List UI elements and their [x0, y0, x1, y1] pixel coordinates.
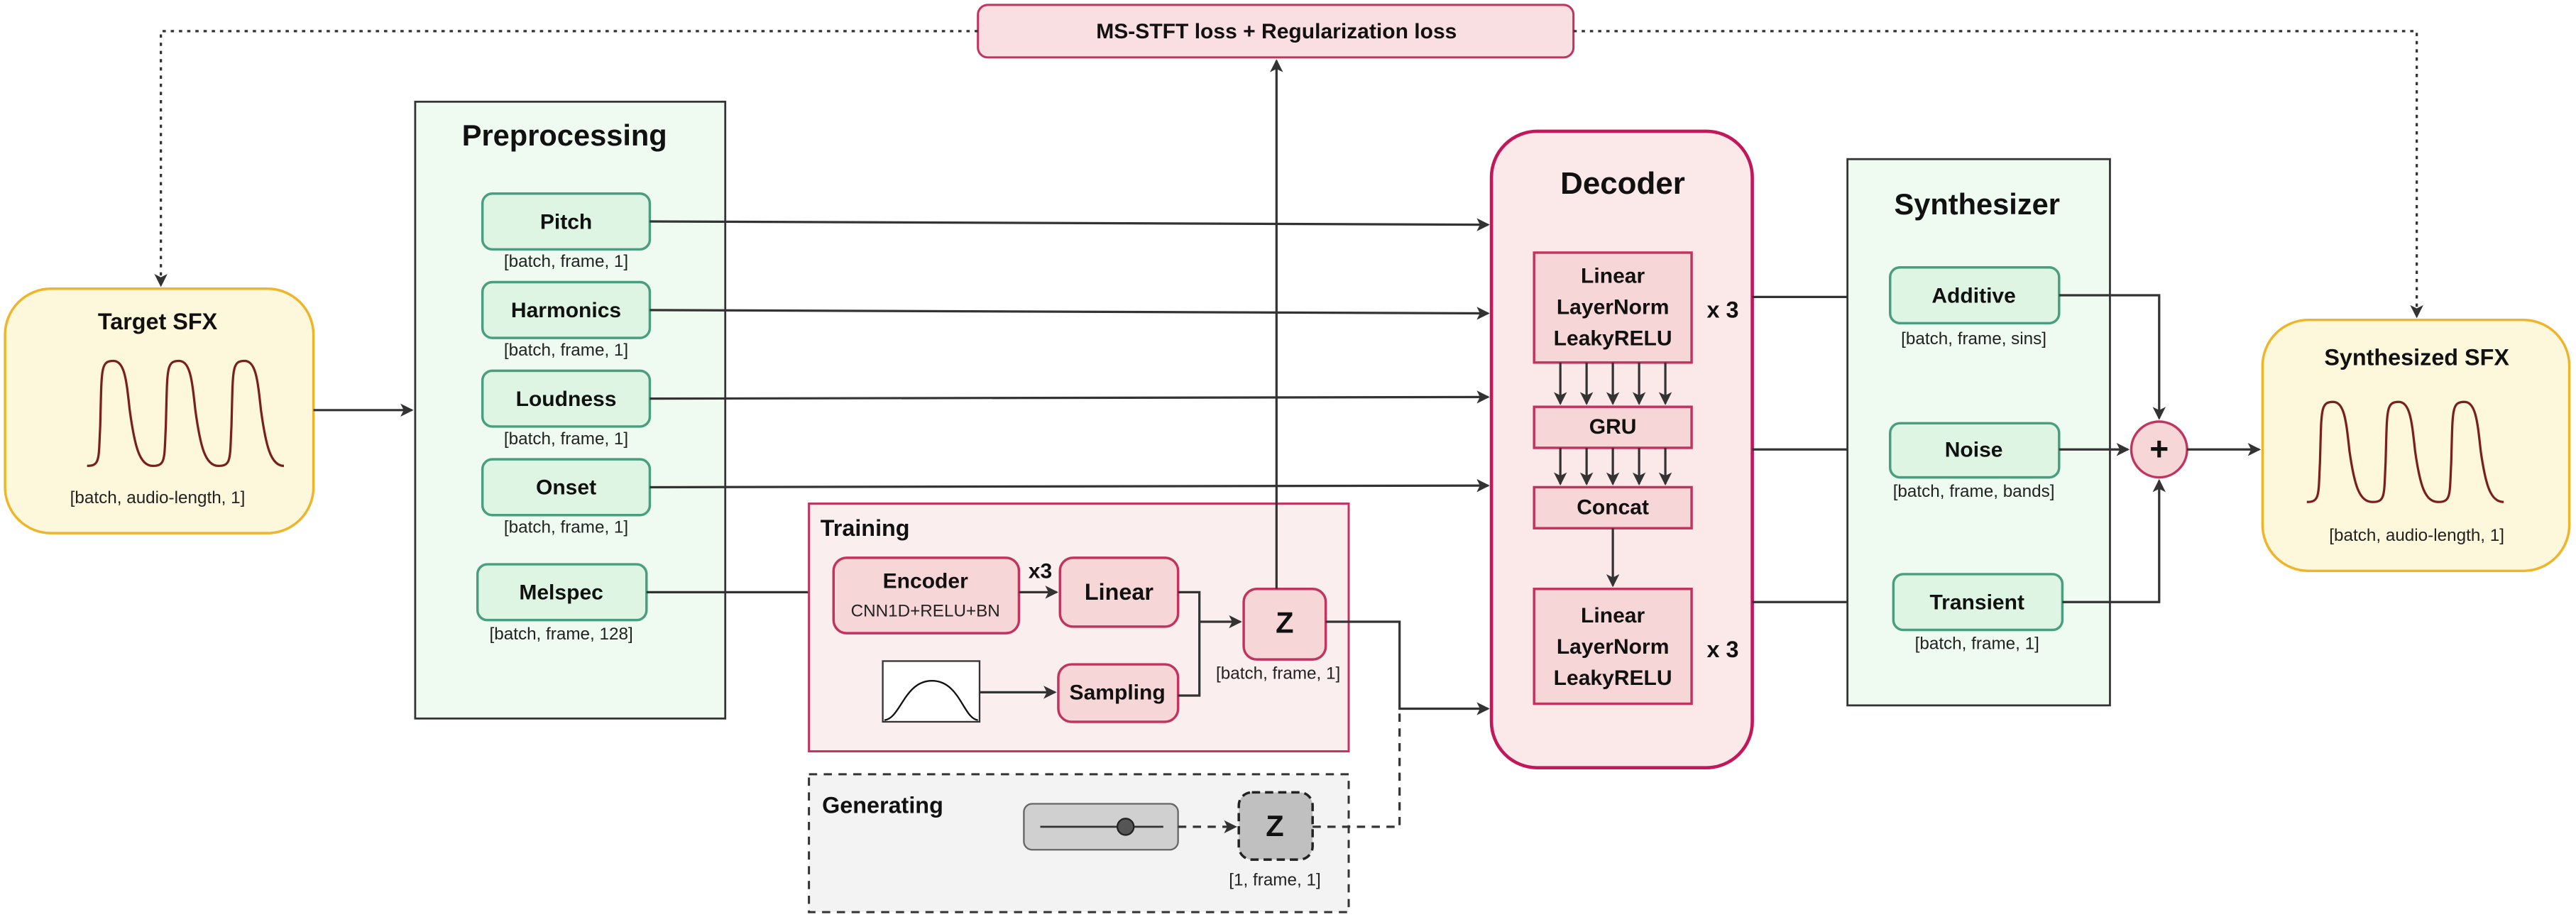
svg-text:[batch, frame, 128]: [batch, frame, 128]	[490, 625, 633, 644]
feature-onset: Onset [batch, frame, 1]	[481, 458, 652, 537]
generating-title: Generating	[822, 793, 943, 818]
svg-text:[batch, frame, 1]: [batch, frame, 1]	[1915, 635, 2039, 654]
loss-to-output-line	[1573, 30, 2423, 319]
synth-transient: Transient [batch, frame, 1]	[1892, 573, 2064, 654]
svg-text:Z: Z	[1266, 809, 1283, 842]
concat-block: Concat	[1533, 485, 1693, 529]
synthesizer-panel: Synthesizer Additive [batch, frame, sins]…	[1846, 158, 2111, 707]
decoder-repeat-2: x 3	[1707, 637, 1739, 662]
z-generated-block: Z	[1237, 791, 1314, 861]
decoder-repeat-1: x 3	[1707, 297, 1739, 323]
svg-text:Noise: Noise	[1945, 439, 2003, 462]
svg-text:[batch, frame, 1]: [batch, frame, 1]	[504, 518, 628, 537]
decoder-panel: Decoder Linear LayerNorm LeakyRELU x 3 G…	[1489, 129, 1754, 769]
svg-text:Linear: Linear	[1581, 265, 1645, 288]
target-title: Target SFX	[98, 309, 218, 334]
synthesized-sfx-box: Synthesized SFX [batch, audio-length, 1]	[2261, 318, 2571, 573]
decoder-block-2: Linear LayerNorm LeakyRELU	[1533, 588, 1693, 705]
loss-to-target-line	[154, 30, 978, 287]
training-title: Training	[821, 515, 910, 541]
training-panel: Training Encoder CNN1D+RELU+BN x3 Linear…	[808, 503, 1350, 753]
output-title: Synthesized SFX	[2324, 345, 2509, 370]
z-shape: [batch, frame, 1]	[1216, 664, 1340, 683]
svg-text:+: +	[2149, 430, 2169, 467]
svg-text:Linear: Linear	[1085, 579, 1153, 605]
generated-z-to-decoder-line	[1312, 708, 1401, 828]
feature-pitch: Pitch [batch, frame, 1]	[481, 192, 652, 271]
svg-text:Linear: Linear	[1581, 604, 1645, 627]
sum-node: +	[2130, 420, 2188, 479]
encoder-repeat: x3	[1029, 560, 1052, 583]
svg-text:Sampling: Sampling	[1070, 681, 1166, 705]
block1-to-gru-arrows	[1553, 362, 1672, 405]
svg-text:Additive: Additive	[1931, 284, 2015, 307]
synth-additive: Additive [batch, frame, sins]	[1889, 266, 2061, 348]
svg-text:LeakyRELU: LeakyRELU	[1554, 666, 1672, 690]
target-sfx-box: Target SFX [batch, audio-length, 1]	[4, 287, 315, 534]
linear-block: Linear	[1058, 556, 1180, 628]
svg-text:[batch, frame, 1]: [batch, frame, 1]	[504, 341, 628, 360]
gaussian-distribution-icon	[882, 660, 981, 723]
svg-text:Encoder: Encoder	[883, 569, 968, 593]
additive-to-sum-line	[2059, 294, 2166, 420]
svg-text:Concat: Concat	[1577, 495, 1649, 519]
decoder-block-1: Linear LayerNorm LeakyRELU	[1533, 251, 1693, 364]
latent-slider[interactable]	[1023, 803, 1179, 851]
svg-text:CNN1D+RELU+BN: CNN1D+RELU+BN	[851, 602, 1000, 621]
waveform-icon	[87, 359, 285, 468]
preprocessing-title: Preprocessing	[462, 119, 667, 152]
svg-text:Pitch: Pitch	[540, 210, 592, 234]
decoder-title: Decoder	[1560, 166, 1685, 201]
feature-melspec: Melspec [batch, frame, 128]	[476, 563, 648, 644]
feature-to-decoder-arrows	[646, 218, 1490, 599]
generating-panel: Generating Z [1, frame, 1]	[808, 773, 1350, 913]
svg-text:Melspec: Melspec	[519, 581, 603, 605]
svg-text:[batch, frame, bands]: [batch, frame, bands]	[1893, 482, 2055, 501]
transient-to-sum-line	[2062, 478, 2166, 603]
svg-text:Z: Z	[1276, 606, 1293, 639]
gru-block: GRU	[1533, 405, 1693, 449]
svg-text:LayerNorm: LayerNorm	[1557, 635, 1670, 659]
svg-text:GRU: GRU	[1589, 415, 1637, 439]
sampling-block: Sampling	[1057, 663, 1180, 723]
z-generated-shape: [1, frame, 1]	[1229, 871, 1320, 890]
feature-harmonics: Harmonics [batch, frame, 1]	[481, 280, 652, 360]
feature-loudness: Loudness [batch, frame, 1]	[481, 369, 652, 449]
gru-to-concat-arrows	[1553, 447, 1672, 486]
svg-text:Harmonics: Harmonics	[511, 299, 621, 322]
target-shape: [batch, audio-length, 1]	[70, 488, 246, 507]
preprocessing-panel: Preprocessing Pitch [batch, frame, 1] Har…	[414, 100, 727, 720]
svg-text:LeakyRELU: LeakyRELU	[1554, 326, 1672, 350]
z-latent-block: Z	[1242, 588, 1327, 661]
synth-noise: Noise [batch, frame, bands]	[1889, 422, 2061, 501]
svg-text:Transient: Transient	[1929, 591, 2024, 614]
slider-thumb[interactable]	[1116, 818, 1135, 836]
svg-text:[batch, frame, sins]: [batch, frame, sins]	[1901, 329, 2046, 348]
svg-text:Onset: Onset	[536, 476, 596, 500]
svg-text:[batch, frame, 1]: [batch, frame, 1]	[504, 252, 628, 271]
waveform-icon	[2306, 400, 2504, 503]
synthesizer-title: Synthesizer	[1894, 187, 2059, 221]
svg-text:[batch, frame, 1]: [batch, frame, 1]	[504, 429, 628, 449]
loss-box: MS-STFT loss + Regularization loss	[977, 4, 1575, 59]
svg-text:LayerNorm: LayerNorm	[1557, 295, 1670, 319]
encoder-block: Encoder CNN1D+RELU+BN	[832, 556, 1021, 635]
output-shape: [batch, audio-length, 1]	[2329, 526, 2504, 545]
svg-text:Loudness: Loudness	[516, 388, 617, 411]
loss-label: MS-STFT loss + Regularization loss	[1096, 20, 1457, 43]
z-to-decoder-arrow	[1325, 620, 1490, 715]
